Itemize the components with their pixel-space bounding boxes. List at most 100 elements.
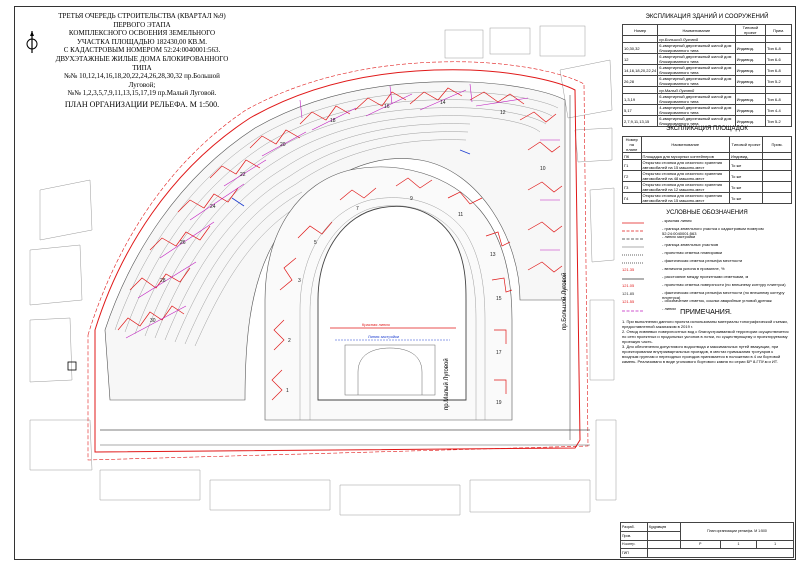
table-cell: Индивид. [734, 104, 767, 116]
table-cell [762, 181, 792, 193]
stadium-field [344, 344, 436, 396]
stamp-empty [647, 539, 681, 550]
table-cell: Открытая стоянка для сезонного хранения … [640, 170, 731, 182]
house-number: 20 [280, 142, 286, 148]
legend-text: - граница земельного участка с кадастров… [662, 226, 764, 236]
legend-title: УСЛОВНЫЕ ОБОЗНАЧЕНИЯ [666, 210, 748, 216]
table-header-row: Номер Наименование Типовой проект Прим. [621, 24, 792, 36]
house-number: 9 [410, 196, 413, 202]
stamp-role: Н.контр. [620, 539, 648, 550]
table-cell [734, 86, 767, 94]
table-cell: То же [728, 159, 764, 171]
table-cell: Г3 [622, 181, 642, 193]
table-cell: То же [728, 192, 764, 204]
surrounding-blocks [29, 25, 617, 516]
stadium-arch [357, 347, 423, 395]
red-line-label: Красная линия [362, 322, 390, 327]
legend-symbol [622, 277, 644, 281]
legend-symbol [622, 253, 644, 257]
title-line: №№ 1,2,3,5,7,9,11,13,15,17,19 пр.Малый Л… [67, 89, 217, 98]
stamp-author: Кудрявцев [647, 522, 681, 532]
table-cell: Индивид. [728, 152, 764, 160]
legend-text: - обозначение отметок, ссылки аварийные … [662, 298, 772, 303]
table-cell: 14,16,18,20,22,24 [621, 64, 659, 76]
buildings-table: Номер Наименование Типовой проект Прим. … [621, 24, 792, 127]
table-cell: Индивид. [734, 93, 767, 105]
table-cell: 12 [621, 53, 659, 65]
legend-text: - проектная отметка поверхности (по внеш… [662, 282, 786, 287]
house-number: 3 [298, 278, 301, 284]
inner-contours [299, 197, 486, 420]
table-row: пр.Малый Луговой [621, 86, 792, 94]
house-number: 11 [458, 212, 463, 218]
table-cell: Открытая стоянка для сезонного хранения … [640, 181, 731, 193]
table-cell: То же [728, 181, 764, 193]
table-cell: пр.Малый Луговой [657, 86, 736, 94]
legend-item: 121.85- фактическая отметка рельефа мест… [622, 290, 792, 299]
legend-text: - проектная отметка планировки [662, 250, 723, 255]
table-cell: ПК [622, 152, 642, 160]
legend-symbol [622, 309, 644, 313]
stamp-empty [647, 530, 681, 541]
title-line: ДВУХЭТАЖНЫЕ ЖИЛЫЕ ДОМА БЛОКИРОВАННОГО ТИ… [55, 54, 229, 72]
legend-item: - фактическая отметка рельефа местности [622, 258, 792, 267]
blue-marks [231, 149, 471, 207]
legend-item: - красная линия [622, 218, 792, 227]
legend-text: - величина уклона в промилле, % [662, 266, 725, 271]
table-cell: 6-квартирный двухэтажный жилой дом блоки… [657, 75, 736, 87]
house-number: 19 [496, 400, 502, 406]
table-cell: Индивид. [734, 42, 767, 54]
table-cell: Г1 [622, 159, 642, 171]
house-footprints-outer [117, 87, 563, 331]
col-header: Типовой проект [734, 24, 767, 36]
house-footprints-inner [271, 177, 513, 401]
table-cell [762, 170, 792, 182]
table-cell: 5,17 [621, 104, 659, 116]
legend-item: - граница земельных участков [622, 242, 792, 251]
house-number: 18 [330, 118, 336, 124]
table-cell: Индивид. [734, 64, 767, 76]
table-cell: Открытая стоянка для сезонного хранения … [640, 192, 731, 204]
note-item: 2. Отвод ливневых поверхностных вод с бл… [622, 329, 789, 344]
table-cell: 2,7,9,11,13,15 [621, 115, 659, 127]
stamp-sheet: 1 [719, 539, 758, 550]
red-line-boundary [94, 69, 581, 453]
title-line: КОМПЛЕКСНОГО ОСВОЕНИЯ ЗЕМЕЛЬНОГО УЧАСТКА… [68, 29, 216, 46]
table-cell: Тип 6-8 [765, 64, 792, 76]
table-cell: Открытая стоянка для сезонного хранения … [640, 159, 731, 171]
table-cell: 6-квартирный двухэтажный жилой дом блоки… [657, 64, 736, 76]
col-header: Типовой проект [728, 136, 764, 153]
house-number: 7 [356, 206, 359, 212]
stamp-stage: Р [680, 539, 721, 550]
stamp-role: Пров. [620, 530, 648, 541]
legend-text: - линия застройки [662, 234, 696, 239]
notes-title: ПРИМЕЧАНИЯ. [680, 309, 732, 316]
note-item: 3. Для обеспечения допустимого водоотвод… [622, 344, 781, 364]
areas-table-title: ЭКСПЛИКАЦИЯ ПЛОЩАДОК [666, 126, 748, 132]
table-cell [621, 86, 659, 94]
stamp-role: ГИП [620, 548, 648, 558]
north-arrow-icon [26, 31, 38, 53]
table-cell [762, 159, 792, 171]
table-cell: Тип 6-8 [765, 42, 792, 54]
table-cell: Тип 5-2 [765, 75, 792, 87]
stamp-role: Разраб. [620, 522, 648, 532]
legend-text: - линии [662, 306, 676, 311]
stamp-doc-title: План организации рельефа. М 1:500 [680, 522, 794, 541]
table-cell: Тип 4-4 [765, 104, 792, 116]
table-cell: пр.Большой Луговой [657, 35, 736, 43]
legend-item: - линия застройки [622, 234, 792, 243]
table-cell: Площадка для мусорных контейнеров [640, 152, 731, 160]
table-cell: 10,30,32 [621, 42, 659, 54]
legend-symbol [622, 237, 644, 241]
notes: ПРИМЕЧАНИЯ. 1. При выполнении данного пр… [622, 309, 790, 364]
col-header: Наименование [640, 136, 731, 153]
